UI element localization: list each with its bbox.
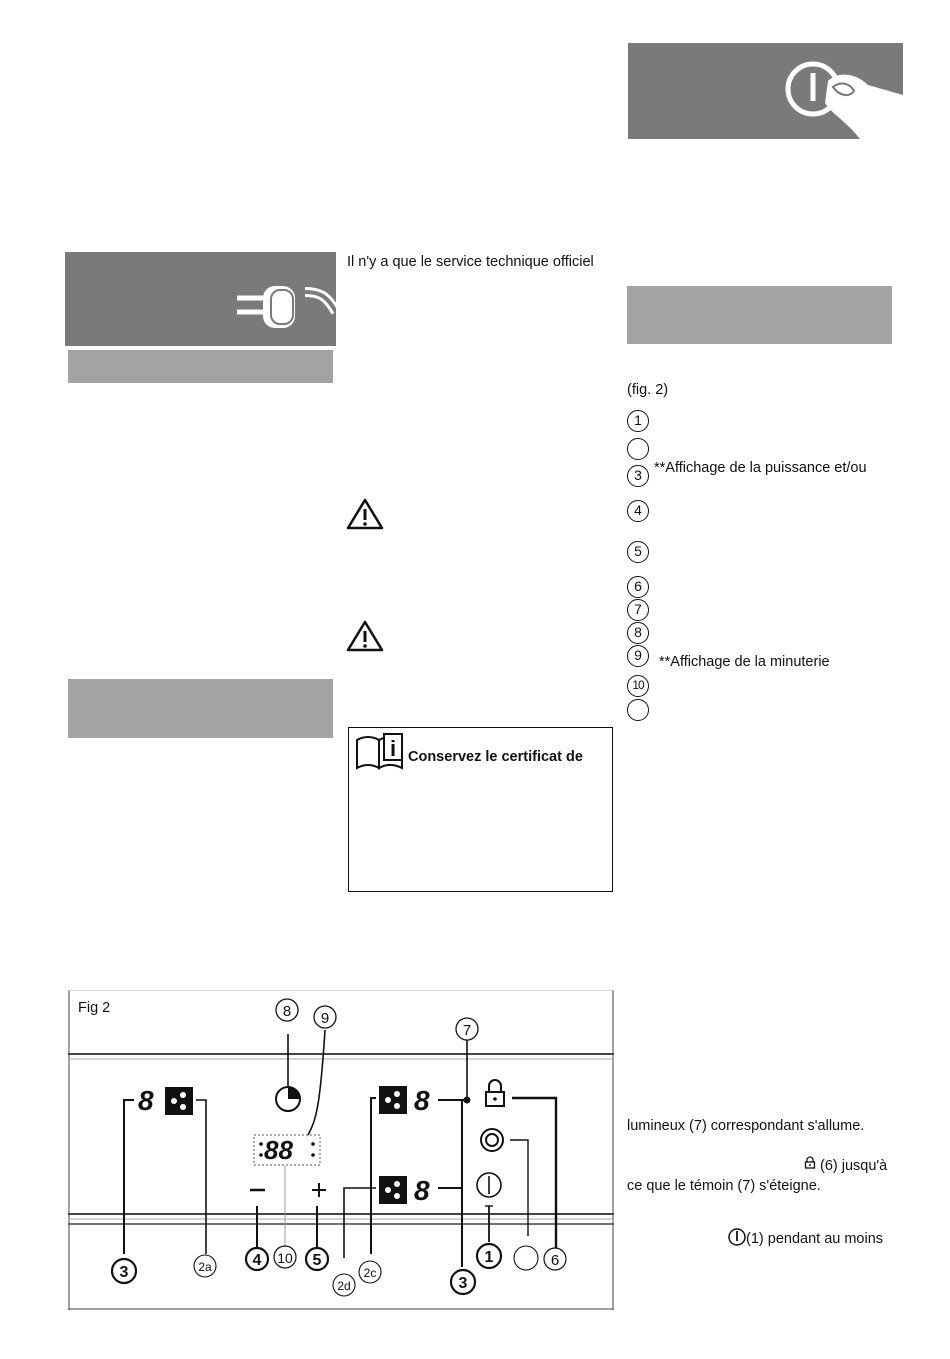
plug-banner [65, 252, 336, 346]
lock-icon [804, 1156, 816, 1169]
legend-number: 9 [627, 645, 649, 667]
callout-6: 6 [551, 1252, 559, 1269]
ring-icon [480, 1128, 504, 1152]
lock-key-icon [488, 1079, 502, 1092]
power-button-icon [476, 1172, 502, 1198]
legend-text: **Affichage de la puissance et/ou [654, 460, 867, 476]
info-box-text: Conservez le certificat de [408, 749, 583, 765]
warning-icon [346, 620, 384, 652]
legend-number: 3 [627, 465, 649, 487]
text-jusqua: (6) jusqu'à [820, 1158, 888, 1174]
callout-2c: 2c [364, 1266, 377, 1280]
left-section-header [68, 679, 333, 738]
callout-1: 1 [485, 1249, 494, 1266]
legend-number: 5 [627, 541, 649, 563]
callout-8: 8 [283, 1003, 291, 1020]
plug-icon [237, 286, 336, 328]
callout-7: 7 [463, 1022, 471, 1039]
callout-2a: 2a [198, 1260, 212, 1274]
zone-icon-right-top [379, 1086, 407, 1114]
legend-number [627, 699, 649, 721]
fig-reference: (fig. 2) [627, 382, 669, 398]
figure-2: Fig 2 8 88 [68, 990, 614, 1310]
plug-subbar [68, 350, 333, 383]
legend-text: **Affichage de la minuterie [659, 654, 830, 670]
callout-5: 5 [313, 1252, 322, 1269]
info-box: i Conservez le certificat de [348, 727, 613, 892]
text-pendant: (1) pendant au moins [746, 1231, 884, 1247]
timer-digits: 88 [264, 1135, 293, 1165]
callout-3-right: 3 [459, 1275, 468, 1292]
legend-number: 1 [627, 410, 649, 432]
callout-2d: 2d [337, 1279, 350, 1293]
zone-display-left: 8 [138, 1085, 154, 1116]
figure-label: Fig 2 [78, 1000, 111, 1016]
header-power-banner [628, 43, 903, 139]
callout-10: 10 [277, 1250, 293, 1266]
book-info-icon: i [356, 733, 403, 770]
callout-4: 4 [253, 1252, 262, 1269]
callout-9: 9 [321, 1010, 329, 1027]
zone-display-right-bottom: 8 [414, 1175, 430, 1206]
service-text: Il n'y a que le service technique offici… [347, 254, 594, 270]
legend-number [627, 438, 649, 460]
callout-3-left: 3 [120, 1264, 129, 1281]
text-temoin: ce que le témoin (7) s'éteigne. [627, 1178, 821, 1194]
zone-icon-left [165, 1087, 193, 1115]
text-lumineux: lumineux (7) correspondant s'allume. [627, 1118, 865, 1134]
legend-number: 8 [627, 622, 649, 644]
svg-text:i: i [390, 736, 396, 761]
right-section-header [627, 286, 892, 344]
zone-display-right-top: 8 [414, 1085, 430, 1116]
power-icon [728, 1228, 746, 1246]
timer-display [253, 1134, 321, 1166]
legend-number: 6 [627, 576, 649, 598]
control-panel-diagram: 8 88 8 [68, 990, 614, 1310]
warning-icon [346, 498, 384, 530]
legend-number: 10 [627, 675, 649, 697]
zone-icon-right-bottom [379, 1176, 407, 1204]
legend-number: 7 [627, 599, 649, 621]
legend-number: 4 [627, 500, 649, 522]
power-touch-icon [785, 61, 903, 139]
